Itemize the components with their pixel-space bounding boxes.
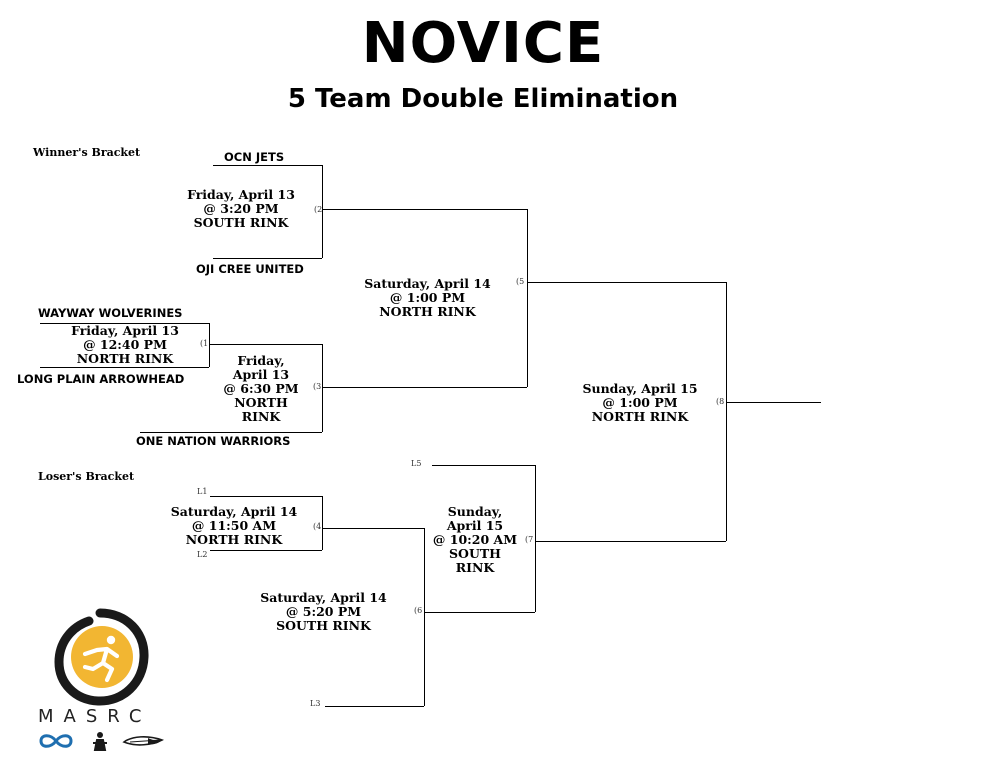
game-7-number: (7 bbox=[525, 535, 534, 544]
g5-out-line bbox=[527, 282, 726, 283]
g7-vert-line bbox=[535, 465, 536, 612]
game-5-rink: NORTH RINK bbox=[379, 304, 476, 319]
g6-out-line bbox=[424, 612, 535, 613]
losers-bracket-label: Loser's Bracket bbox=[38, 470, 135, 483]
g7-out-line bbox=[535, 541, 726, 542]
g2-vert-line bbox=[322, 165, 323, 258]
game-6-time: @ 5:20 PM bbox=[285, 604, 362, 619]
game-1-info: Friday, April 13 @ 12:40 PM NORTH RINK bbox=[55, 324, 195, 366]
game-8-info: Sunday, April 15 @ 1:00 PM NORTH RINK bbox=[565, 382, 715, 424]
page-title: NOVICE bbox=[361, 11, 605, 76]
game-1-day: Friday, April 13 bbox=[71, 323, 179, 338]
game-4-rink: NORTH RINK bbox=[185, 532, 283, 547]
g3-vert-line bbox=[322, 344, 323, 432]
logo-text: MASRC bbox=[38, 706, 152, 727]
team-long-plain-arrowhead: LONG PLAIN ARROWHEAD bbox=[17, 372, 185, 386]
feather-icon bbox=[122, 736, 164, 746]
game-6-number: (6 bbox=[414, 606, 423, 615]
winners-bracket-label: Winner's Bracket bbox=[33, 146, 141, 159]
game-6-info: Saturday, April 14 @ 5:20 PM SOUTH RINK bbox=[246, 591, 401, 633]
game-7-line-3: @ 10:20 AM bbox=[432, 532, 518, 547]
team-one-nation-warriors: ONE NATION WARRIORS bbox=[136, 434, 291, 448]
slot-l5: L5 bbox=[411, 459, 422, 468]
g8-vert-line bbox=[726, 282, 727, 541]
game-7-line-4: SOUTH bbox=[449, 546, 501, 561]
game-3-line-1: Friday, bbox=[237, 353, 285, 368]
game-1-time: @ 12:40 PM bbox=[83, 337, 167, 352]
g2-top-line bbox=[213, 165, 322, 166]
g5-vert-line bbox=[527, 209, 528, 387]
slot-l2: L2 bbox=[197, 550, 208, 559]
game-7-info: Sunday, April 15 @ 10:20 AM SOUTH RINK bbox=[430, 505, 520, 575]
g1-out-line bbox=[209, 344, 322, 345]
infinity-icon bbox=[39, 734, 73, 748]
figure-icon bbox=[93, 732, 107, 751]
game-8-number: (8 bbox=[716, 397, 725, 406]
g1-bottom-line bbox=[40, 367, 209, 368]
game-8-day: Sunday, April 15 bbox=[582, 381, 698, 396]
masrc-logo bbox=[45, 607, 155, 707]
g1-vert-line bbox=[209, 323, 210, 367]
game-5-day: Saturday, April 14 bbox=[364, 276, 491, 291]
game-2-rink: SOUTH RINK bbox=[193, 215, 289, 230]
page-subtitle: 5 Team Double Elimination bbox=[287, 84, 679, 114]
game-6-rink: SOUTH RINK bbox=[276, 618, 371, 633]
game-4-info: Saturday, April 14 @ 11:50 AM NORTH RINK bbox=[158, 505, 310, 547]
logo-icons-row bbox=[38, 731, 168, 751]
game-7-line-2: April 15 bbox=[446, 518, 504, 533]
game-2-info: Friday, April 13 @ 3:20 PM SOUTH RINK bbox=[170, 188, 312, 230]
g3-bottom-line bbox=[140, 432, 322, 433]
slot-l1: L1 bbox=[197, 487, 208, 496]
team-wayway-wolverines: WAYWAY WOLVERINES bbox=[38, 306, 183, 320]
game-1-number: (1 bbox=[200, 339, 209, 348]
game-3-line-5: RINK bbox=[241, 409, 281, 424]
g4-top-line bbox=[210, 496, 322, 497]
game-4-day: Saturday, April 14 bbox=[170, 504, 298, 519]
game-4-time: @ 11:50 AM bbox=[191, 518, 277, 533]
game-2-number: (2 bbox=[314, 205, 323, 214]
g4-vert-line bbox=[322, 496, 323, 550]
g4-bottom-line bbox=[210, 550, 322, 551]
team-oji-cree-united: OJI CREE UNITED bbox=[196, 262, 304, 276]
g2-out-line bbox=[322, 209, 527, 210]
game-4-number: (4 bbox=[313, 522, 322, 531]
game-2-day: Friday, April 13 bbox=[187, 187, 295, 202]
game-1-rink: NORTH RINK bbox=[76, 351, 174, 366]
game-5-info: Saturday, April 14 @ 1:00 PM NORTH RINK bbox=[350, 277, 505, 319]
game-6-day: Saturday, April 14 bbox=[260, 590, 387, 605]
game-7-line-1: Sunday, bbox=[447, 504, 503, 519]
team-ocn-jets: OCN JETS bbox=[224, 150, 285, 164]
g6-bottom-line bbox=[325, 706, 424, 707]
g2-bottom-line bbox=[213, 258, 322, 259]
game-3-info: Friday, April 13 @ 6:30 PM NORTH RINK bbox=[215, 354, 307, 424]
game-2-time: @ 3:20 PM bbox=[203, 201, 279, 216]
g7-top-line bbox=[432, 465, 535, 466]
g3-out-line bbox=[322, 387, 527, 388]
g8-out-line bbox=[726, 402, 821, 403]
game-3-line-3: @ 6:30 PM bbox=[223, 381, 299, 396]
game-3-line-4: NORTH bbox=[234, 395, 288, 410]
g6-vert-line bbox=[424, 528, 425, 706]
g4-out-line bbox=[322, 528, 424, 529]
game-5-number: (5 bbox=[516, 277, 525, 286]
game-7-line-5: RINK bbox=[455, 560, 495, 575]
slot-l3: L3 bbox=[310, 699, 321, 708]
game-8-time: @ 1:00 PM bbox=[602, 395, 678, 410]
game-3-line-2: April 13 bbox=[232, 367, 290, 382]
game-5-time: @ 1:00 PM bbox=[389, 290, 466, 305]
game-3-number: (3 bbox=[313, 382, 322, 391]
logo-emblem-icon bbox=[54, 608, 149, 706]
g1-top-line bbox=[40, 323, 209, 324]
game-8-rink: NORTH RINK bbox=[591, 409, 689, 424]
